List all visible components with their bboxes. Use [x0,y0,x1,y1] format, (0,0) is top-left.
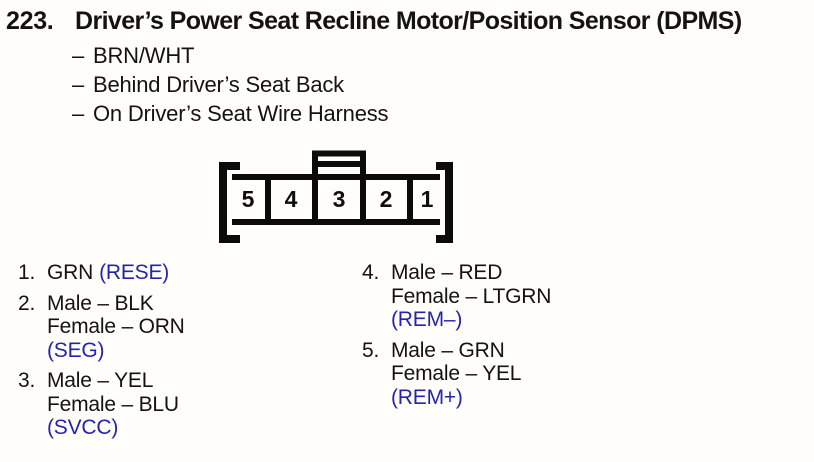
pin-2-male-wire: Male – BLK [47,291,154,315]
note-wire-color: – BRN/WHT [72,41,388,70]
note-dash: – [72,101,85,126]
note-text: BRN/WHT [93,43,195,68]
pin-4-number: 4. [362,261,380,284]
note-location: – Behind Driver’s Seat Back [72,70,388,99]
pin-label-3: 3 [333,186,346,212]
pin-3-signal: (SVCC) [47,416,119,439]
note-harness: – On Driver’s Seat Wire Harness [72,99,389,128]
pin-label-4: 4 [285,186,298,212]
note-text: Behind Driver’s Seat Back [93,72,344,97]
pin-3-item: 3. Male – YEL Female – BLU (SVCC) [18,369,185,440]
note-dash: – [72,72,85,97]
pin-1-wire-color: GRN [47,261,94,284]
pin-5-female-wire: Female – YEL [391,362,522,385]
connector-diagram: 5 4 3 2 1 [219,150,453,243]
note-text: On Driver’s Seat Wire Harness [93,101,389,126]
pin-1-item: 1. GRN(RESE) [18,261,185,285]
pin-4-signal: (REM–) [391,308,463,331]
pin-4-male-wire: Male – RED [391,261,503,284]
header-notes: – BRN/WHT – Behind Driver’s Seat Back – … [72,41,389,128]
pin-label-5: 5 [242,186,255,212]
connector-left-bracket [219,162,240,243]
pin-1-wire: GRN(RESE) [47,261,169,285]
pin-label-2: 2 [380,186,393,212]
section-number: 223. [6,7,54,35]
pin-list-left: 1. GRN(RESE) 2. Male – BLK Female – ORN … [18,261,185,447]
pin-list-right: 4. Male – RED Female – LTGRN (REM–) 5. M… [362,261,551,416]
pin-4-female-wire: Female – LTGRN [391,284,552,308]
pin-3-female-wire: Female – BLU [47,392,179,416]
pin-2-signal: (SEG) [47,338,105,362]
connector-right-bracket [436,162,453,243]
pin-3-male-wire: Male – YEL [47,369,154,392]
pin-2-female-wire: Female – ORN [47,315,185,338]
pin-3-number: 3. [18,369,36,392]
pin-2-item: 2. Male – BLK Female – ORN (SEG) [18,292,185,363]
note-dash: – [72,43,85,68]
pin-5-item: 5. Male – GRN Female – YEL (REM+) [362,339,551,410]
pin-4-item: 4. Male – RED Female – LTGRN (REM–) [362,261,551,332]
pin-2-number: 2. [18,291,36,315]
pin-1-number: 1. [18,261,36,284]
pin-5-number: 5. [362,338,380,362]
page-title: Driver’s Power Seat Recline Motor/Positi… [75,7,742,35]
pin-5-signal: (REM+) [391,385,463,409]
pin-5-male-wire: Male – GRN [391,338,505,362]
pin-1-signal: (RESE) [99,261,170,284]
pin-label-1: 1 [421,186,434,212]
